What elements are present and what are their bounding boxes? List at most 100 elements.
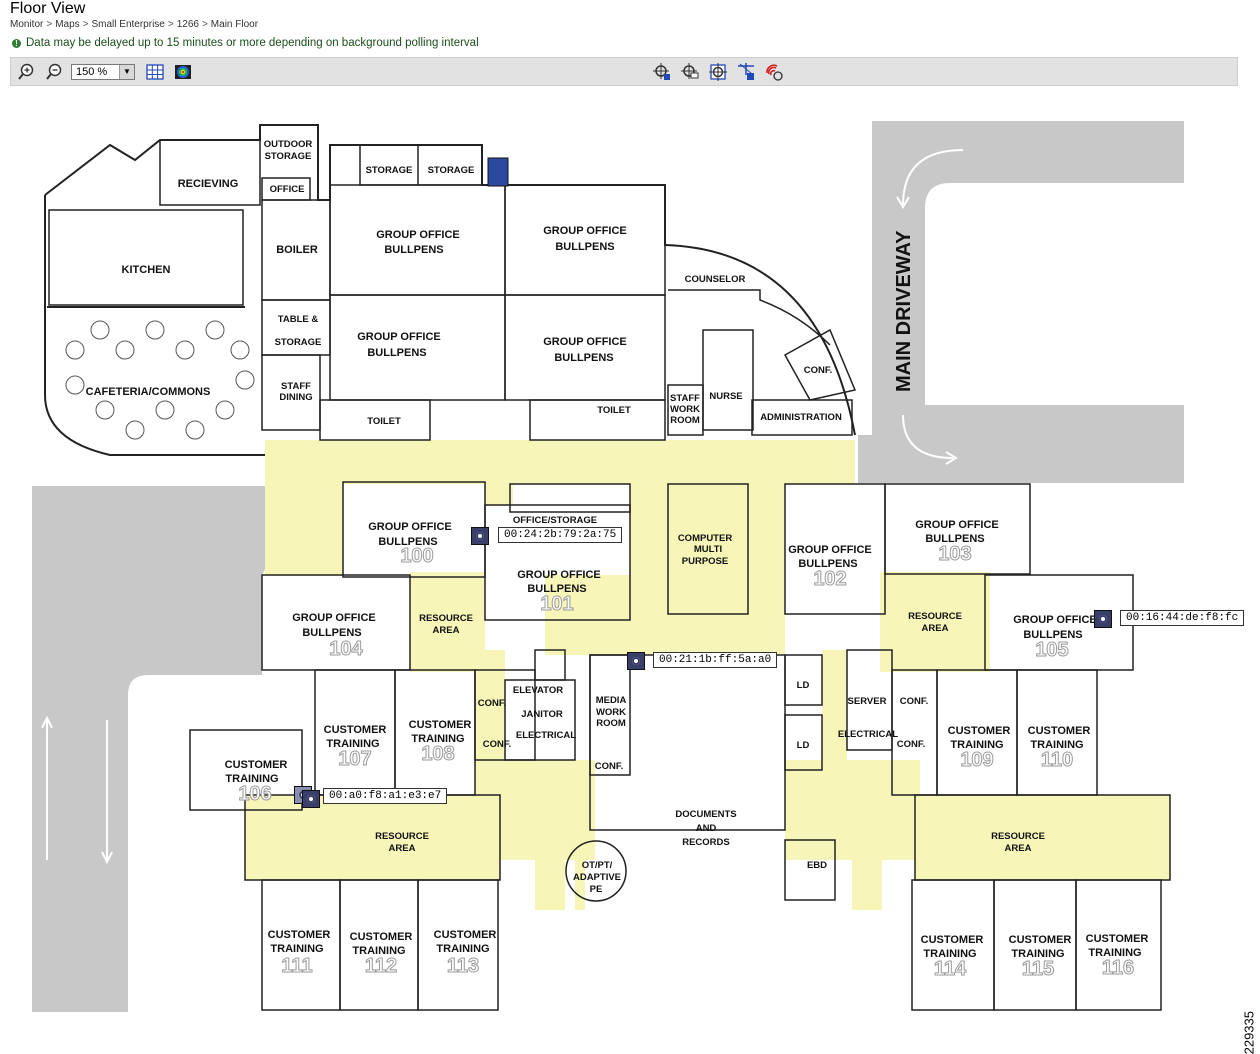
label-customer: CUSTOMER [921,934,984,946]
label-table: TABLE & [278,314,319,325]
label-conf: CONF. [897,739,926,750]
label-gob: GROUP OFFICE [368,521,452,533]
room-labels: RECIEVING OUTDOOR STORAGE OFFICE KITCHEN… [86,139,1149,981]
room-number-108: 108 [421,743,454,765]
breadcrumb-building[interactable]: 1266 [176,19,199,30]
label-training: TRAINING [436,943,489,955]
device-mac-tag[interactable]: 00:16:44:de:f8:fc [1120,610,1245,626]
room-number-103: 103 [938,543,971,565]
label-conf: CONF. [595,761,624,772]
floor-map[interactable]: RECIEVING OUTDOOR STORAGE OFFICE KITCHEN… [0,86,1260,1017]
breadcrumb-maps[interactable]: Maps [55,19,80,30]
zoom-out-icon[interactable] [45,63,63,81]
room-number-111: 111 [281,955,312,977]
breadcrumb-monitor[interactable]: Monitor [10,19,44,30]
label-elevator: ELEVATOR [513,685,563,696]
device-icon[interactable] [471,527,489,545]
label-administration: ADMINISTRATION [760,412,842,423]
label-gob: GROUP OFFICE [292,612,376,624]
label-gob: GROUP OFFICE [1013,614,1097,626]
label-gob: GROUP OFFICE [543,336,627,348]
label-staff: STAFF [281,381,311,392]
breadcrumb-small-enterprise[interactable]: Small Enterprise [91,19,165,30]
label-outdoor: OUTDOOR [264,139,313,150]
label-bullpens: BULLPENS [925,533,984,545]
zoom-select[interactable]: 150 % ▼ [71,64,135,80]
label-bullpens: BULLPENS [367,347,426,359]
label-storage-left: STORAGE [275,337,322,348]
label-resource: RESOURCE [908,611,962,622]
label-conf: CONF. [804,365,833,376]
label-ebd: EBD [807,860,827,871]
label-server: SERVER [848,696,887,707]
label-bullpens: BULLPENS [384,244,443,256]
show-aps-icon[interactable] [737,63,755,81]
device-icon[interactable] [302,790,320,808]
label-bullpens: BULLPENS [302,627,361,639]
breadcrumb: Monitor>Maps>Small Enterprise>1266>Main … [10,19,258,30]
label-gob: GROUP OFFICE [376,229,460,241]
label-bullpens: BULLPENS [554,352,613,364]
show-interferers-icon[interactable] [765,63,783,81]
room-number-107: 107 [338,748,371,770]
label-multi: MULTI [694,544,722,555]
label-training: TRAINING [950,739,1003,751]
label-adaptive: ADAPTIVE [573,872,621,883]
label-storage-a: STORAGE [366,165,413,176]
room-number-109: 109 [960,749,993,771]
device-mac-tag[interactable]: 00:a0:f8:a1:e3:e7 [323,788,448,804]
label-work: WORK [670,404,700,415]
locate-tag-icon[interactable] [681,63,699,81]
room-number-106: 106 [238,783,271,805]
label-customer: CUSTOMER [1009,934,1072,946]
label-customer: CUSTOMER [409,719,472,731]
info-icon: ! [12,38,21,48]
label-documents: DOCUMENTS [675,809,736,820]
label-area: AREA [1005,843,1032,854]
zoom-in-icon[interactable] [17,63,35,81]
label-training: TRAINING [352,945,405,957]
device-icon[interactable] [1094,610,1112,628]
label-customer: CUSTOMER [1086,933,1149,945]
label-electrical: ELECTRICAL [516,730,576,741]
label-computer: COMPUTER [678,533,733,544]
label-gob: GROUP OFFICE [543,225,627,237]
grid-icon[interactable] [146,63,164,81]
polling-notice-text: Data may be delayed up to 15 minutes or … [26,37,479,49]
label-kitchen: KITCHEN [122,264,171,276]
breadcrumb-separator: > [167,19,174,30]
room-number-113: 113 [447,955,479,977]
label-office: OFFICE [270,184,305,195]
label-records: RECORDS [682,837,730,848]
label-room: ROOM [596,718,626,729]
device-icon[interactable] [627,652,645,670]
label-customer: CUSTOMER [1028,725,1091,737]
device-mac-tag[interactable]: 00:24:2b:79:2a:75 [498,527,623,543]
locate-client-icon[interactable] [653,63,671,81]
breadcrumb-separator: > [201,19,208,30]
label-training: TRAINING [1030,739,1083,751]
label-receiving: RECIEVING [178,178,239,190]
label-conf: CONF. [483,739,512,750]
label-training: TRAINING [1088,947,1141,959]
label-otpt: OT/PT/ [582,860,613,871]
label-room: ROOM [670,415,700,426]
label-area: AREA [389,843,416,854]
label-nurse: NURSE [709,391,742,402]
roads [32,121,1184,1012]
corridors [245,440,1170,910]
label-area: AREA [922,623,949,634]
label-conf: CONF. [478,698,507,709]
locate-rogue-icon[interactable] [709,63,727,81]
room-number-114: 114 [934,958,967,980]
label-bullpens: BULLPENS [1023,629,1082,641]
label-bullpens: BULLPENS [798,558,857,570]
figure-id: 229335 [1241,1011,1256,1054]
label-customer: CUSTOMER [225,759,288,771]
label-customer: CUSTOMER [434,929,497,941]
label-janitor: JANITOR [521,709,563,720]
label-counselor: COUNSELOR [685,274,746,285]
heatmap-icon[interactable] [174,63,192,81]
device-mac-tag[interactable]: 00:21:1b:ff:5a:a0 [653,652,778,668]
label-storage-b: STORAGE [428,165,475,176]
